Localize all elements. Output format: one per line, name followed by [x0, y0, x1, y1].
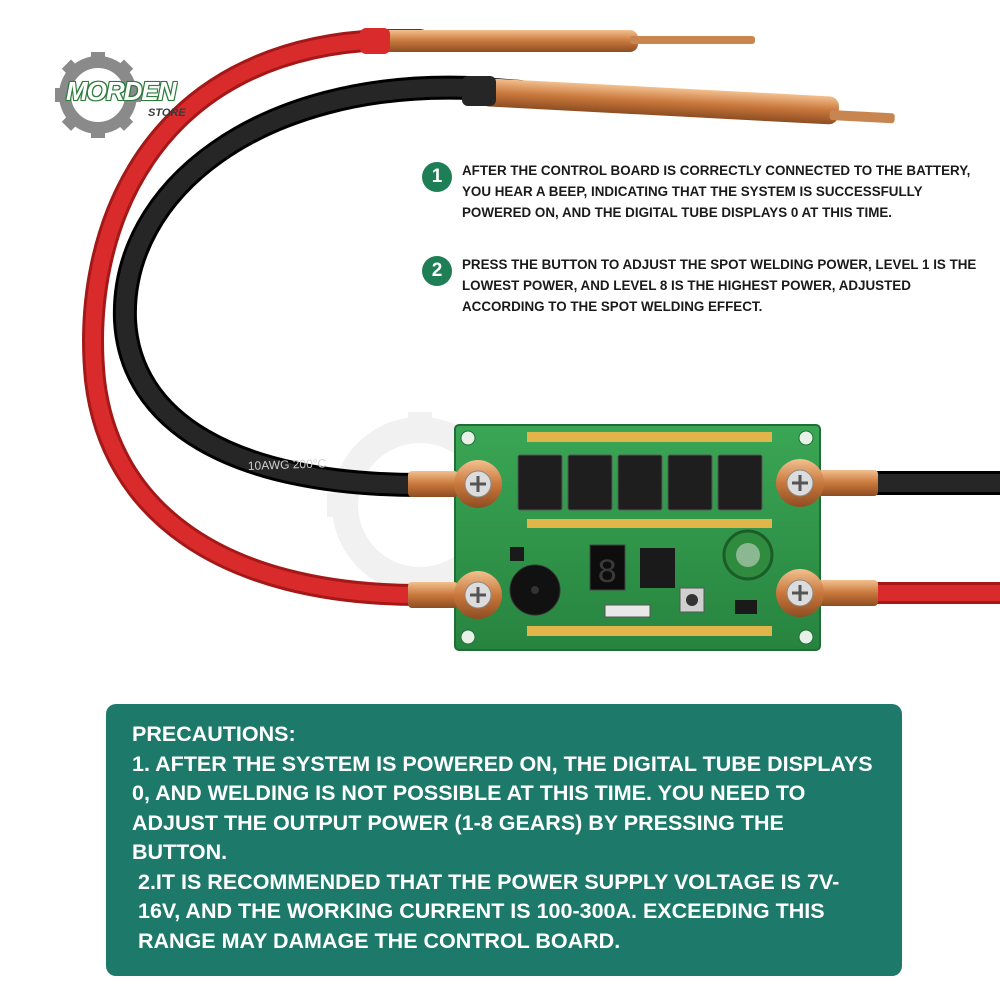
precautions-panel: PRECAUTIONS: 1. AFTER THE SYSTEM IS POWE… — [106, 704, 902, 976]
mosfet-row — [517, 454, 763, 511]
precaution-item-2: 2.IT IS RECOMMENDED THAT THE POWER SUPPL… — [138, 869, 840, 953]
terminal-bottom-left — [408, 571, 502, 619]
logo-brand: MORDEN — [66, 76, 177, 106]
terminal-top-left — [408, 460, 502, 508]
logo-gear-icon — [55, 52, 141, 138]
step-text: PRESS THE BUTTON TO ADJUST THE SPOT WELD… — [462, 257, 977, 314]
step-2: 2 PRESS THE BUTTON TO ADJUST THE SPOT WE… — [422, 254, 982, 320]
probe-black — [462, 76, 895, 125]
brand-logo: MORDEN STORE — [50, 52, 220, 142]
precaution-item-1: 1. AFTER THE SYSTEM IS POWERED ON, THE D… — [132, 751, 873, 865]
digital-tube — [589, 544, 626, 591]
svg-text:8: 8 — [597, 555, 617, 593]
terminal-top-right — [776, 459, 878, 507]
step-text: AFTER THE CONTROL BOARD IS CORRECTLY CON… — [462, 163, 971, 220]
step-1: 1 AFTER THE CONTROL BOARD IS CORRECTLY C… — [422, 160, 982, 250]
step-number-badge: 1 — [422, 162, 452, 192]
logo-sub: STORE — [148, 107, 186, 119]
terminal-bottom-right — [776, 569, 878, 617]
probe-red — [360, 28, 755, 54]
step-number-badge: 2 — [422, 256, 452, 286]
precautions-title: PRECAUTIONS: — [132, 722, 296, 746]
cable-label: 10AWG 200°C — [248, 456, 327, 473]
control-board: 8 — [454, 424, 821, 651]
